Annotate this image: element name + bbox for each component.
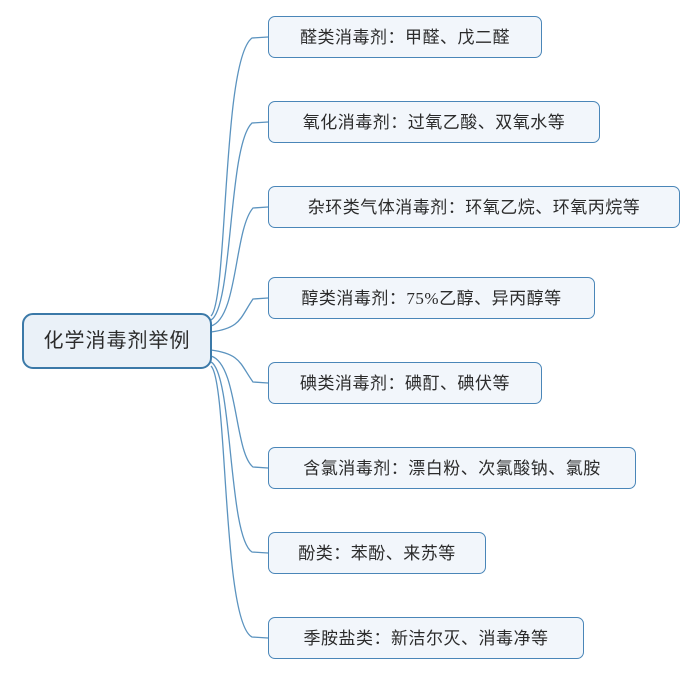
branch-node-label: 季胺盐类：新洁尔灭、消毒净等	[303, 628, 549, 648]
connector-line-7	[210, 365, 269, 639]
branch-node-label: 氧化消毒剂：过氧乙酸、双氧水等	[302, 112, 566, 132]
branch-node-heterocyclic-gas[interactable]: 杂环类气体消毒剂：环氧乙烷、环氧丙烷等	[268, 186, 680, 228]
branch-node-aldehyde[interactable]: 醛类消毒剂：甲醛、戊二醛	[268, 16, 542, 58]
root-node[interactable]: 化学消毒剂举例	[22, 313, 212, 369]
connector-line-3	[210, 297, 269, 333]
connector-line-6	[210, 361, 269, 554]
branch-node-label: 碘类消毒剂：碘酊、碘伏等	[300, 373, 510, 393]
connector-line-1	[210, 121, 269, 321]
connector-line-2	[210, 206, 269, 327]
branch-node-label: 杂环类气体消毒剂：环氧乙烷、环氧丙烷等	[307, 197, 641, 217]
branch-node-chlorine[interactable]: 含氯消毒剂：漂白粉、次氯酸钠、氯胺	[268, 447, 636, 489]
connector-line-4	[210, 349, 269, 384]
branch-node-phenol[interactable]: 酚类：苯酚、来苏等	[268, 532, 486, 574]
branch-node-alcohol[interactable]: 醇类消毒剂：75%乙醇、异丙醇等	[268, 277, 595, 319]
root-node-label: 化学消毒剂举例	[43, 330, 191, 352]
branch-node-label: 醛类消毒剂：甲醛、戊二醛	[300, 27, 510, 47]
branch-node-quaternary-ammonium[interactable]: 季胺盐类：新洁尔灭、消毒净等	[268, 617, 584, 659]
connector-line-0	[210, 36, 269, 317]
branch-node-label: 含氯消毒剂：漂白粉、次氯酸钠、氯胺	[303, 458, 601, 478]
branch-node-label: 醇类消毒剂：75%乙醇、异丙醇等	[301, 288, 562, 308]
branch-node-iodine[interactable]: 碘类消毒剂：碘酊、碘伏等	[268, 362, 542, 404]
branch-node-oxidizing[interactable]: 氧化消毒剂：过氧乙酸、双氧水等	[268, 101, 600, 143]
connector-line-5	[210, 355, 269, 469]
branch-node-label: 酚类：苯酚、来苏等	[298, 543, 456, 563]
